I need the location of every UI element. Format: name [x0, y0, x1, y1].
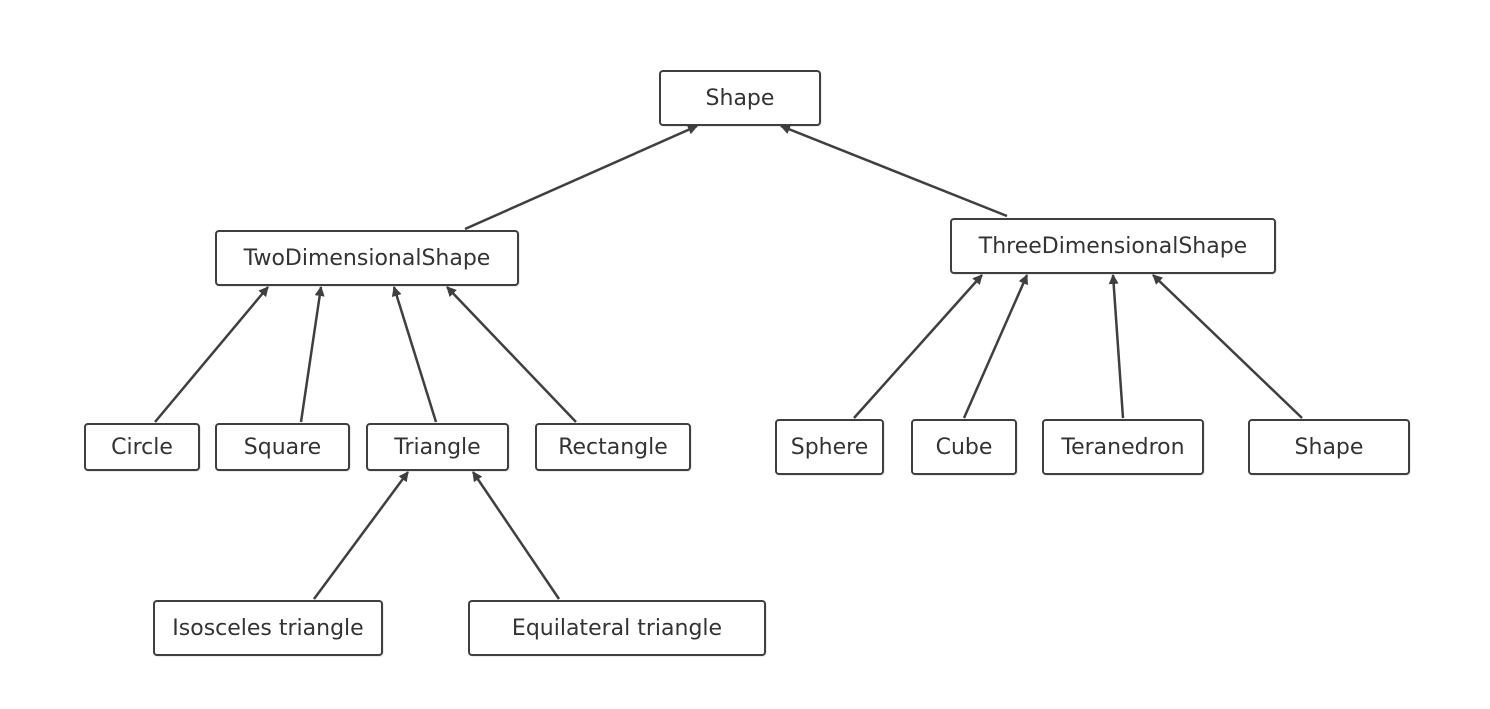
- edge-equilateral-triangle-to-triangle: [471, 471, 561, 600]
- node-two-dimensional-shape[interactable]: TwoDimensionalShape: [215, 230, 519, 286]
- edge-square-to-two-dimensional-shape: [299, 286, 325, 423]
- node-isosceles-triangle[interactable]: Isosceles triangle: [153, 600, 383, 656]
- edge-teranedron-to-three-dimensional-shape: [1108, 274, 1125, 419]
- node-shape-3d-child[interactable]: Shape: [1248, 419, 1410, 475]
- node-rectangle[interactable]: Rectangle: [535, 423, 691, 471]
- node-isosceles-triangle-label: Isosceles triangle: [172, 615, 364, 641]
- node-sphere-label: Sphere: [790, 434, 869, 460]
- node-shape-label: Shape: [705, 85, 775, 111]
- node-equilateral-triangle-label: Equilateral triangle: [511, 615, 723, 641]
- edge-circle-to-two-dimensional-shape: [154, 286, 269, 423]
- edge-two-dimensional-shape-to-shape: [464, 124, 698, 231]
- node-equilateral-triangle[interactable]: Equilateral triangle: [468, 600, 766, 656]
- node-triangle-label: Triangle: [394, 434, 481, 460]
- node-circle[interactable]: Circle: [84, 423, 200, 471]
- node-circle-label: Circle: [111, 434, 173, 460]
- node-square-label: Square: [243, 434, 322, 460]
- node-cube-label: Cube: [935, 434, 993, 460]
- node-three-dimensional-shape-label: ThreeDimensionalShape: [978, 233, 1248, 259]
- edge-rectangle-to-two-dimensional-shape: [446, 286, 577, 423]
- node-teranedron[interactable]: Teranedron: [1042, 419, 1204, 475]
- edge-shape-3d-child-to-three-dimensional-shape: [1152, 274, 1303, 419]
- node-three-dimensional-shape[interactable]: ThreeDimensionalShape: [950, 218, 1276, 274]
- node-rectangle-label: Rectangle: [558, 434, 668, 460]
- node-triangle[interactable]: Triangle: [366, 423, 509, 471]
- node-shape-3d-child-label: Shape: [1294, 434, 1364, 460]
- node-shape[interactable]: Shape: [659, 70, 821, 126]
- node-two-dimensional-shape-label: TwoDimensionalShape: [243, 245, 491, 271]
- edge-cube-to-three-dimensional-shape: [962, 274, 1029, 419]
- node-teranedron-label: Teranedron: [1061, 434, 1185, 460]
- node-square[interactable]: Square: [215, 423, 350, 471]
- edge-isosceles-triangle-to-triangle: [312, 471, 410, 600]
- node-cube[interactable]: Cube: [911, 419, 1017, 475]
- node-sphere[interactable]: Sphere: [775, 419, 884, 475]
- edge-triangle-to-two-dimensional-shape: [391, 286, 438, 423]
- edge-sphere-to-three-dimensional-shape: [853, 274, 983, 419]
- edge-three-dimensional-shape-to-shape: [780, 124, 1008, 218]
